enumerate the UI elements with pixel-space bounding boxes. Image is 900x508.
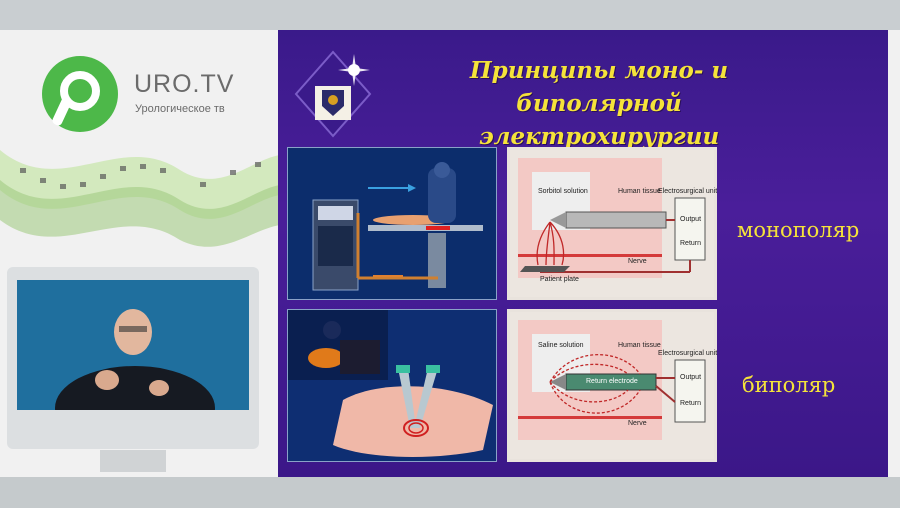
slide-title-line1: Принципы моно- и биполярной [469,57,729,117]
presenter-video [17,280,249,410]
bipolar-diagram: Saline solution Human tissue Electrosurg… [507,309,717,462]
top-bar [0,0,900,30]
bi-return-label: Return [680,400,702,407]
bottom-bar [0,477,900,508]
bi-saline-label: Saline solution [538,342,584,349]
uro-tv-logo-icon [42,56,118,132]
bi-nerve-label: Nerve [628,420,647,427]
bi-return-electrode-label: Return electrode [586,378,638,385]
mono-unit-label: Electrosurgical unit [658,188,718,195]
mono-return-label: Return [680,240,702,247]
monopolar-diagram: Sorbitol solution Human tissue Electrosu… [507,147,717,300]
mono-tissue-label: Human tissue [618,188,661,195]
monitor-stand [100,450,166,472]
mono-plate-label: Patient plate [540,276,579,283]
mono-nerve-label: Nerve [628,258,647,265]
bi-tissue-label: Human tissue [618,342,661,349]
monopolar-label: монополяр [737,218,860,242]
bipolar-instrument-image [287,309,497,462]
slide-title: Принципы моно- и биполярной электрохирур… [384,54,814,153]
monopolar-setup-image [287,147,497,300]
mono-output-label: Output [680,216,702,223]
bi-output-label: Output [680,374,702,381]
slide-title-line2: электрохирургии [478,123,720,150]
emblem-icon [294,50,372,138]
bi-unit-label: Electrosurgical unit [658,350,718,357]
bipolar-label: биполяр [742,373,836,397]
brand-name: URO.TV [134,70,235,98]
film-strip-icon [0,150,280,247]
brand-tagline: Урологическое тв [135,103,225,115]
mono-sorbitol-label: Sorbitol solution [538,188,588,195]
